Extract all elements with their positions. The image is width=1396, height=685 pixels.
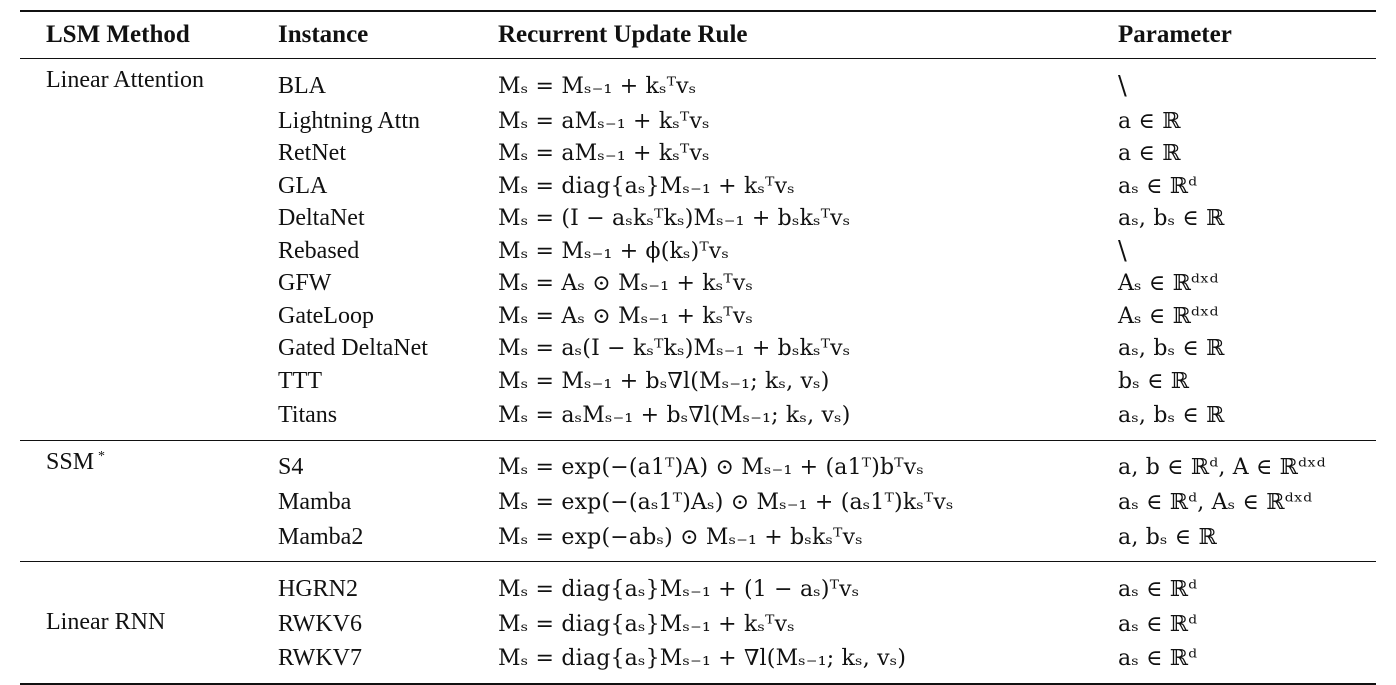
table-row: Mamba2 Mₛ = exp(−abₛ) ⊙ Mₛ₋₁ + bₛkₛᵀvₛ a… bbox=[20, 519, 1376, 562]
table-row: GateLoop Mₛ = Aₛ ⊙ Mₛ₋₁ + kₛᵀvₛ Aₛ ∈ ℝᵈˣ… bbox=[20, 300, 1376, 333]
table-row: Rebased Mₛ = Mₛ₋₁ + ϕ(kₛ)ᵀvₛ \ bbox=[20, 235, 1376, 268]
instance-cell: Lightning Attn bbox=[278, 107, 421, 134]
instance-cell: HGRN2 bbox=[278, 575, 359, 602]
rule-cell: Mₛ = Mₛ₋₁ + bₛ∇l(Mₛ₋₁; kₛ, vₛ) bbox=[498, 368, 830, 394]
rule-cell: Mₛ = aₛ(I − kₛᵀkₛ)Mₛ₋₁ + bₛkₛᵀvₛ bbox=[498, 336, 851, 362]
method-linear-rnn: Linear RNN bbox=[46, 608, 166, 635]
table-row: Titans Mₛ = aₛMₛ₋₁ + bₛ∇l(Mₛ₋₁; kₛ, vₛ) … bbox=[20, 398, 1376, 441]
instance-cell: RWKV6 bbox=[278, 610, 362, 637]
rule-cell: Mₛ = Mₛ₋₁ + ϕ(kₛ)ᵀvₛ bbox=[498, 238, 730, 264]
group-linear-attention: Linear Attention BLA Mₛ = Mₛ₋₁ + kₛᵀvₛ \… bbox=[20, 59, 1376, 441]
header-instance: Instance bbox=[252, 10, 472, 59]
param-cell: aₛ, bₛ ∈ ℝ bbox=[1118, 403, 1225, 428]
instance-cell: Rebased bbox=[278, 237, 360, 264]
instance-cell: Gated DeltaNet bbox=[278, 335, 428, 362]
instance-cell: Mamba bbox=[278, 489, 352, 516]
rule-cell: Mₛ = aMₛ₋₁ + kₛᵀvₛ bbox=[498, 141, 710, 167]
header-rule: Recurrent Update Rule bbox=[472, 10, 1092, 59]
instance-cell: RetNet bbox=[278, 140, 346, 167]
instance-cell: GLA bbox=[278, 172, 328, 199]
method-ssm-footnote-mark: * bbox=[98, 448, 106, 464]
header-row: LSM Method Instance Recurrent Update Rul… bbox=[20, 10, 1376, 59]
table-row: GLA Mₛ = diag{aₛ}Mₛ₋₁ + kₛᵀvₛ aₛ ∈ ℝᵈ bbox=[20, 170, 1376, 203]
table-row: Mamba Mₛ = exp(−(aₛ1ᵀ)Aₛ) ⊙ Mₛ₋₁ + (aₛ1ᵀ… bbox=[20, 487, 1376, 520]
header-parameter: Parameter bbox=[1092, 10, 1376, 59]
method-linear-attention: Linear Attention bbox=[46, 67, 204, 93]
param-cell: a, b ∈ ℝᵈ, A ∈ ℝᵈˣᵈ bbox=[1118, 455, 1326, 480]
table-row: SSM* S4 Mₛ = exp(−(a1ᵀ)A) ⊙ Mₛ₋₁ + (a1ᵀ)… bbox=[20, 440, 1376, 487]
param-cell: aₛ, bₛ ∈ ℝ bbox=[1118, 206, 1225, 232]
param-cell: aₛ ∈ ℝᵈ bbox=[1118, 173, 1198, 199]
table-row: RetNet Mₛ = aMₛ₋₁ + kₛᵀvₛ a ∈ ℝ bbox=[20, 138, 1376, 171]
rule-cell: Mₛ = diag{aₛ}Mₛ₋₁ + kₛᵀvₛ bbox=[498, 611, 795, 637]
param-cell: aₛ ∈ ℝᵈ bbox=[1118, 576, 1198, 602]
rule-cell: Mₛ = diag{aₛ}Mₛ₋₁ + ∇l(Mₛ₋₁; kₛ, vₛ) bbox=[498, 646, 907, 671]
table-row: Linear Attention BLA Mₛ = Mₛ₋₁ + kₛᵀvₛ \ bbox=[20, 59, 1376, 106]
instance-cell: BLA bbox=[278, 72, 326, 99]
instance-cell: S4 bbox=[278, 454, 304, 480]
instance-cell: GFW bbox=[278, 270, 332, 297]
table-row: RWKV6 Mₛ = diag{aₛ}Mₛ₋₁ + kₛᵀvₛ aₛ ∈ ℝᵈ bbox=[20, 608, 1376, 641]
param-cell: aₛ ∈ ℝᵈ bbox=[1118, 611, 1198, 637]
param-cell: a ∈ ℝ bbox=[1118, 108, 1181, 134]
group-ssm: SSM* S4 Mₛ = exp(−(a1ᵀ)A) ⊙ Mₛ₋₁ + (a1ᵀ)… bbox=[20, 440, 1376, 562]
group-linear-rnn: Linear RNN HGRN2 Mₛ = diag{aₛ}Mₛ₋₁ + (1 … bbox=[20, 562, 1376, 684]
rule-cell: Mₛ = diag{aₛ}Mₛ₋₁ + (1 − aₛ)ᵀvₛ bbox=[498, 576, 860, 602]
param-cell: Aₛ ∈ ℝᵈˣᵈ bbox=[1118, 303, 1219, 329]
param-cell: \ bbox=[1118, 71, 1127, 101]
rule-cell: Mₛ = (I − aₛkₛᵀkₛ)Mₛ₋₁ + bₛkₛᵀvₛ bbox=[498, 206, 851, 232]
rule-cell: Mₛ = Aₛ ⊙ Mₛ₋₁ + kₛᵀvₛ bbox=[498, 303, 754, 329]
param-cell: \ bbox=[1118, 236, 1127, 267]
table-row: GFW Mₛ = Aₛ ⊙ Mₛ₋₁ + kₛᵀvₛ Aₛ ∈ ℝᵈˣᵈ bbox=[20, 268, 1376, 301]
param-cell: aₛ, bₛ ∈ ℝ bbox=[1118, 336, 1225, 362]
param-cell: Aₛ ∈ ℝᵈˣᵈ bbox=[1118, 271, 1219, 297]
rule-cell: Mₛ = exp(−(aₛ1ᵀ)Aₛ) ⊙ Mₛ₋₁ + (aₛ1ᵀ)kₛᵀvₛ bbox=[498, 490, 954, 516]
method-ssm: SSM* bbox=[20, 440, 252, 562]
rule-cell: Mₛ = Aₛ ⊙ Mₛ₋₁ + kₛᵀvₛ bbox=[498, 271, 754, 297]
instance-cell: TTT bbox=[278, 367, 322, 394]
table-row: DeltaNet Mₛ = (I − aₛkₛᵀkₛ)Mₛ₋₁ + bₛkₛᵀv… bbox=[20, 203, 1376, 236]
param-cell: a, bₛ ∈ ℝ bbox=[1118, 524, 1217, 550]
lsm-table: LSM Method Instance Recurrent Update Rul… bbox=[20, 10, 1376, 685]
method-ssm-label: SSM bbox=[46, 448, 95, 475]
param-cell: a ∈ ℝ bbox=[1118, 141, 1181, 167]
table-row: Linear RNN HGRN2 Mₛ = diag{aₛ}Mₛ₋₁ + (1 … bbox=[20, 562, 1376, 635]
param-cell: aₛ ∈ ℝᵈ bbox=[1118, 646, 1198, 671]
rule-cell: Mₛ = exp(−(a1ᵀ)A) ⊙ Mₛ₋₁ + (a1ᵀ)bᵀvₛ bbox=[498, 455, 924, 480]
rule-cell: Mₛ = diag{aₛ}Mₛ₋₁ + kₛᵀvₛ bbox=[498, 173, 795, 199]
rule-cell: Mₛ = exp(−abₛ) ⊙ Mₛ₋₁ + bₛkₛᵀvₛ bbox=[498, 524, 863, 550]
rule-cell: Mₛ = aMₛ₋₁ + kₛᵀvₛ bbox=[498, 108, 710, 134]
rule-cell: Mₛ = Mₛ₋₁ + kₛᵀvₛ bbox=[498, 73, 697, 99]
param-cell: bₛ ∈ ℝ bbox=[1118, 368, 1190, 394]
instance-cell: Titans bbox=[278, 402, 338, 428]
comparison-table: LSM Method Instance Recurrent Update Rul… bbox=[20, 10, 1376, 685]
instance-cell: RWKV7 bbox=[278, 645, 362, 671]
instance-cell: Mamba2 bbox=[278, 523, 364, 550]
param-cell: aₛ ∈ ℝᵈ, Aₛ ∈ ℝᵈˣᵈ bbox=[1118, 490, 1313, 516]
rule-cell: Mₛ = aₛMₛ₋₁ + bₛ∇l(Mₛ₋₁; kₛ, vₛ) bbox=[498, 403, 851, 428]
header-method: LSM Method bbox=[20, 10, 252, 59]
instance-cell: DeltaNet bbox=[278, 205, 365, 232]
table-row: TTT Mₛ = Mₛ₋₁ + bₛ∇l(Mₛ₋₁; kₛ, vₛ) bₛ ∈ … bbox=[20, 365, 1376, 398]
table-header: LSM Method Instance Recurrent Update Rul… bbox=[20, 10, 1376, 59]
table-row: Gated DeltaNet Mₛ = aₛ(I − kₛᵀkₛ)Mₛ₋₁ + … bbox=[20, 333, 1376, 366]
table-row: Lightning Attn Mₛ = aMₛ₋₁ + kₛᵀvₛ a ∈ ℝ bbox=[20, 105, 1376, 138]
instance-cell: GateLoop bbox=[278, 302, 374, 329]
